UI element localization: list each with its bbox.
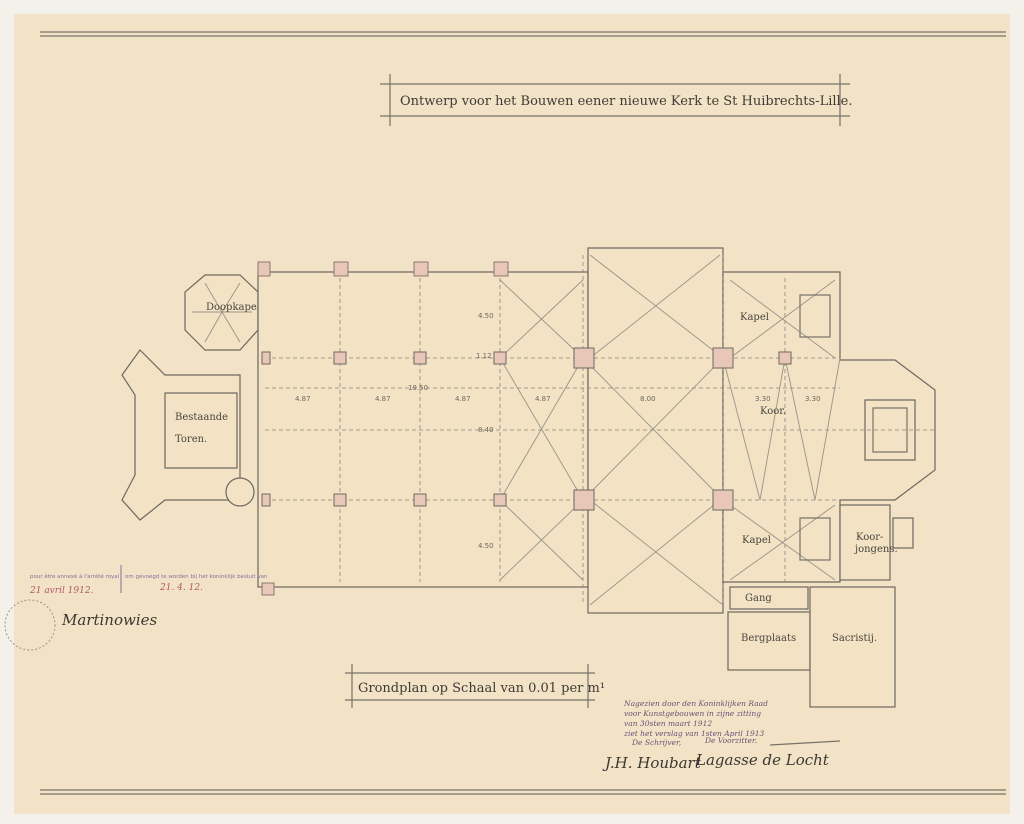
choir-area bbox=[722, 271, 936, 583]
label-koorjongens-2: jongens. bbox=[854, 544, 898, 555]
dim-bay: 4.87 bbox=[295, 395, 311, 403]
title-cartouche: Ontwerp voor het Bouwen eener nieuwe Ker… bbox=[380, 74, 853, 126]
stamp-date-right: 21. 4. 12. bbox=[159, 583, 203, 593]
tower: Bestaande Toren. bbox=[121, 349, 255, 521]
label-gang: Gang bbox=[745, 593, 772, 604]
secretary-label: De Schrijver, bbox=[631, 738, 681, 747]
label-kapel-south: Kapel bbox=[742, 535, 771, 546]
secretary-signature: J.H. Houbart bbox=[602, 754, 702, 772]
baptistery: Doopkapel bbox=[184, 274, 260, 351]
approval-note: Nagezien door den Koninklijken Raad voor… bbox=[602, 699, 841, 772]
transept bbox=[587, 247, 724, 614]
label-koorjongens: Koor- bbox=[856, 532, 883, 543]
label-bergplaats: Bergplaats bbox=[741, 633, 796, 644]
dim-bay: 4.87 bbox=[535, 395, 551, 403]
plan-subtitle: Grondplan op Schaal van 0.01 per m¹ bbox=[358, 681, 605, 696]
label-kapel-north: Kapel bbox=[740, 312, 769, 323]
dim-crossing: 8.00 bbox=[640, 395, 656, 403]
label-sacristij: Sacristij. bbox=[832, 633, 877, 644]
buttresses bbox=[257, 261, 509, 596]
nave bbox=[257, 271, 589, 588]
dim-aisle: 4.50 bbox=[478, 542, 494, 550]
note-line: ziet het verslag van 1sten April 1913 bbox=[623, 729, 765, 738]
dim-pier: 1.12 bbox=[476, 352, 492, 360]
annexes bbox=[727, 294, 914, 708]
official-signature: Martinowies bbox=[61, 611, 158, 629]
dim-choir: 3.30 bbox=[755, 395, 771, 403]
dim-aisle: 4.50 bbox=[478, 312, 494, 320]
president-signature: Lagasse de Locht bbox=[695, 751, 830, 769]
label-toren: Toren. bbox=[175, 434, 207, 445]
dimensions: 19.50 4.87 4.87 4.87 4.87 8.00 3.30 3.30… bbox=[295, 312, 821, 550]
label-koor: Koor. bbox=[760, 406, 786, 417]
piers bbox=[261, 347, 792, 511]
dim-bay: 4.87 bbox=[375, 395, 391, 403]
label-bestaande: Bestaande bbox=[175, 412, 228, 423]
dim-bay: 4.87 bbox=[455, 395, 471, 403]
dim-nave-width: 8.40 bbox=[478, 426, 494, 434]
registration-stamp: pour être annexé à l'arrêté royal om gev… bbox=[4, 565, 268, 651]
note-line: voor Kunstgebouwen in zijne zitting bbox=[624, 709, 761, 718]
dim-choir: 3.30 bbox=[805, 395, 821, 403]
dim-nave-length: 19.50 bbox=[408, 384, 428, 392]
note-line: van 30sten maart 1912 bbox=[624, 719, 712, 728]
scale-cartouche: Grondplan op Schaal van 0.01 per m¹ bbox=[345, 664, 605, 708]
stamp-text-left: pour être annexé à l'arrêté royal bbox=[30, 573, 120, 580]
note-line: Nagezien door den Koninklijken Raad bbox=[623, 699, 768, 708]
stamp-text-right: om gevoegd te worden bij het koninklijk … bbox=[125, 574, 268, 580]
stamp-date-left: 21 avril 1912. bbox=[29, 586, 94, 596]
president-label: De Voorzitter. bbox=[704, 736, 757, 745]
label-doopkapel: Doopkapel bbox=[206, 302, 260, 313]
drawing-title: Ontwerp voor het Bouwen eener nieuwe Ker… bbox=[400, 94, 853, 109]
